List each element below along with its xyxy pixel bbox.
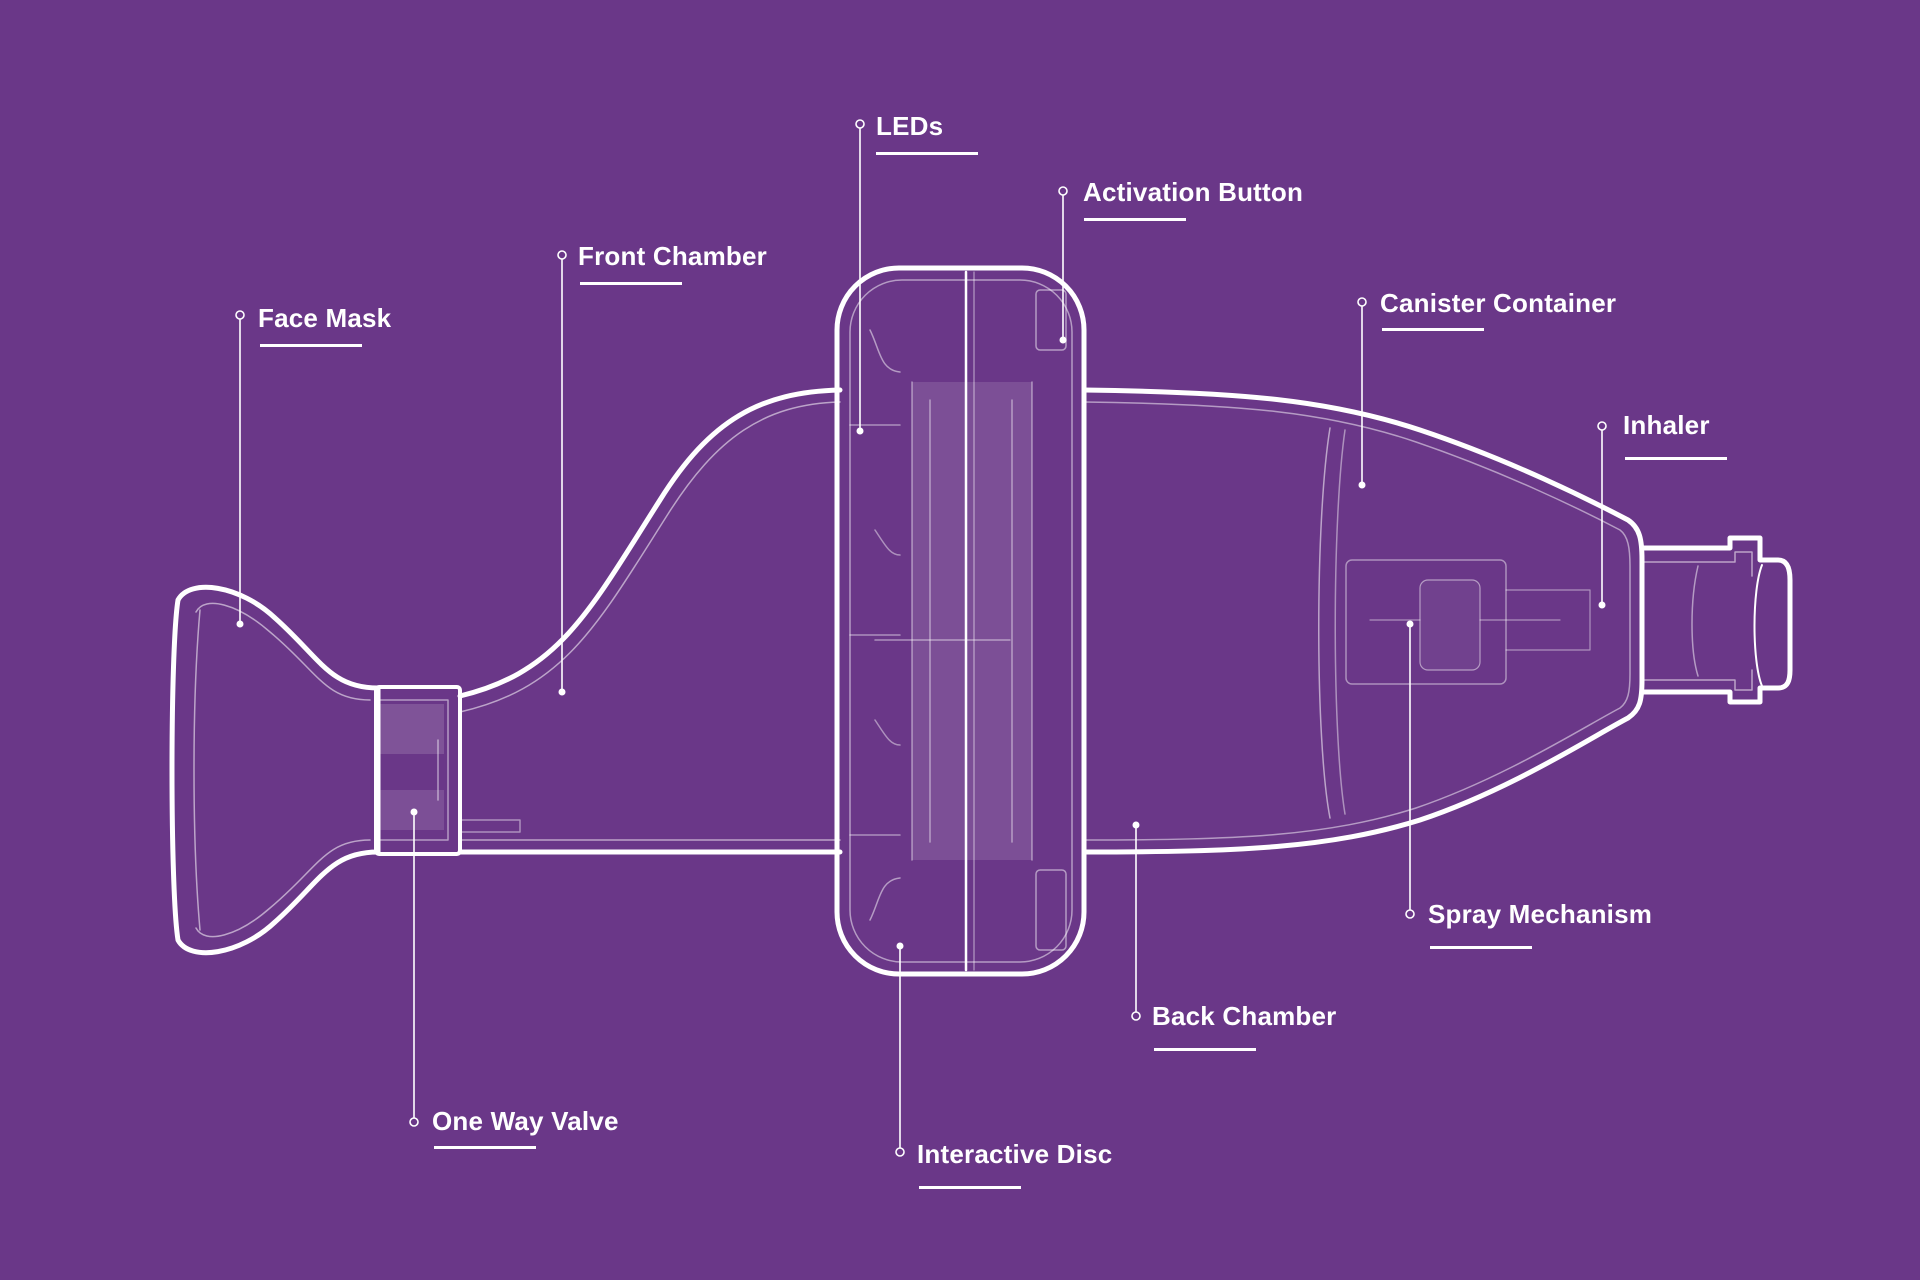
label-back-chamber: Back Chamber — [1152, 1001, 1337, 1031]
underline-interactive-disc — [919, 1186, 1021, 1189]
label-leds: LEDs — [876, 111, 944, 141]
face-mask-shape — [169, 584, 381, 956]
underline-canister-container — [1382, 328, 1484, 331]
underline-front-chamber — [580, 282, 682, 285]
underline-one-way-valve — [434, 1146, 536, 1149]
inhaler-shape — [1639, 535, 1793, 705]
underline-leds — [876, 152, 978, 155]
underline-back-chamber — [1154, 1048, 1256, 1051]
label-one-way-valve: One Way Valve — [432, 1106, 619, 1136]
label-face-mask: Face Mask — [258, 303, 392, 333]
label-inhaler: Inhaler — [1623, 410, 1710, 440]
interactive-disc-shape — [834, 265, 1087, 977]
spray-mechanism-shape — [1345, 559, 1591, 685]
label-canister-container: Canister Container — [1380, 288, 1617, 318]
underline-activation-button — [1084, 218, 1186, 221]
label-front-chamber: Front Chamber — [578, 241, 767, 271]
label-activation-button: Activation Button — [1083, 177, 1304, 207]
underline-spray-mechanism — [1430, 946, 1532, 949]
leader-lines — [239, 123, 1603, 1153]
label-spray-mechanism: Spray Mechanism — [1428, 899, 1653, 929]
leader-dots — [235, 119, 1607, 1157]
underline-face-mask — [260, 344, 362, 347]
front-chamber-shape — [457, 387, 843, 855]
one-way-valve-shape — [374, 685, 462, 856]
underline-inhaler — [1625, 457, 1727, 460]
label-interactive-disc: Interactive Disc — [917, 1139, 1113, 1169]
back-chamber-shape — [1081, 387, 1645, 855]
